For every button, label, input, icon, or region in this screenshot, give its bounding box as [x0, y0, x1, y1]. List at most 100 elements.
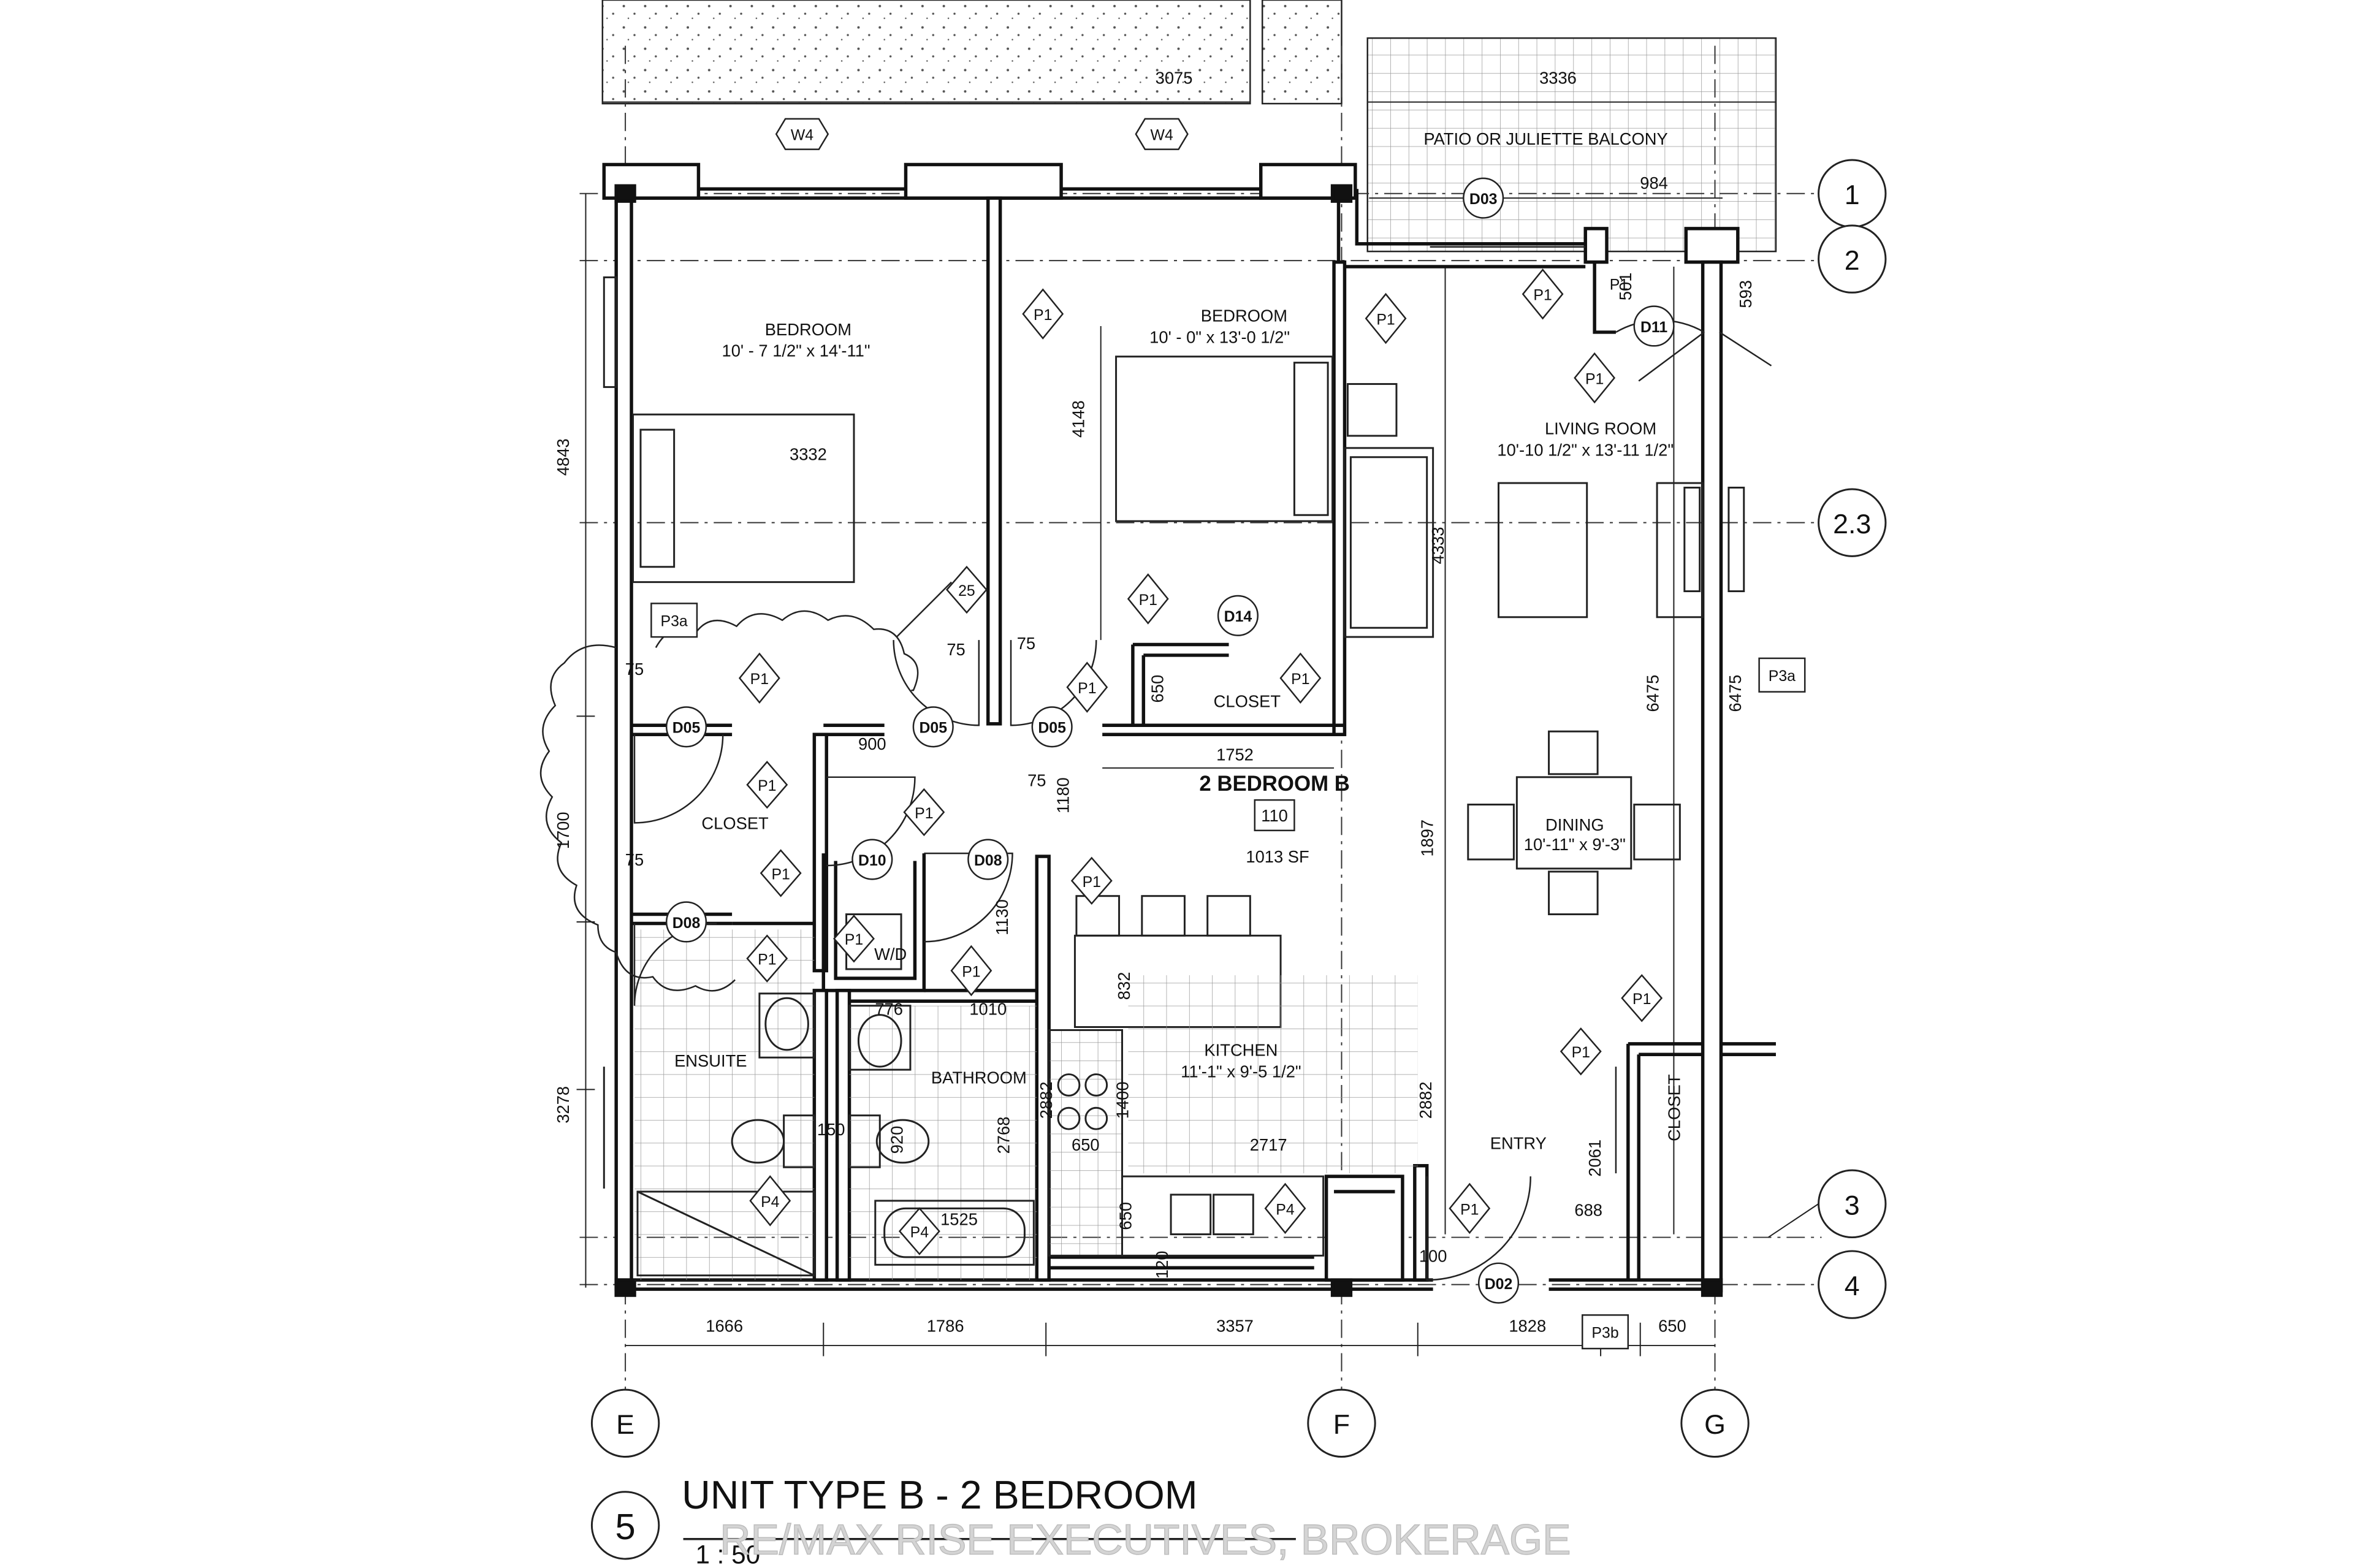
door-d05-b: D05 — [919, 720, 947, 737]
dim-bottom-1786: 1786 — [927, 1317, 964, 1336]
tag-p1: P1 — [1460, 1201, 1479, 1218]
door-d14: D14 — [1224, 609, 1252, 625]
dim-984: 984 — [1640, 173, 1668, 192]
door-tag-circles — [665, 177, 1675, 1304]
dim-776: 776 — [875, 1000, 903, 1019]
tag-p4: P4 — [1276, 1201, 1295, 1218]
tag-p1: P1 — [1572, 1045, 1590, 1061]
tag-p1: P1 — [1585, 371, 1604, 387]
grid-row-4: 4 — [1845, 1271, 1860, 1301]
door-d05-c: D05 — [1038, 720, 1066, 737]
wd-name: W/D — [874, 945, 907, 964]
dim-1400: 1400 — [1113, 1081, 1132, 1119]
living-size: 10'-10 1/2" x 13'-11 1/2" — [1497, 440, 1674, 459]
tag-p1: P1 — [750, 671, 769, 688]
tag-p1: P1 — [962, 964, 980, 980]
door-d10: D10 — [858, 853, 886, 869]
site-hatch — [601, 0, 1777, 253]
door-d11: D11 — [1640, 319, 1667, 336]
tag-p1: P1 — [1610, 276, 1628, 293]
walls — [602, 162, 1776, 1297]
dim-2061: 2061 — [1585, 1140, 1604, 1177]
unit-number: 110 — [1261, 806, 1288, 825]
window-w4-a: W4 — [791, 127, 813, 144]
tag-p3a: P3a — [1769, 668, 1796, 685]
unit-name: 2 BEDROOM B — [1199, 772, 1350, 796]
grid-bubbles — [590, 159, 1887, 1560]
dim-900: 900 — [858, 734, 886, 753]
dim-3332: 3332 — [790, 445, 827, 464]
balcony-name: PATIO OR JULIETTE BALCONY — [1423, 129, 1667, 148]
dim-6475-b: 6475 — [1726, 675, 1745, 712]
grid-row-1: 1 — [1845, 180, 1860, 210]
tag-p1: P1 — [1376, 311, 1395, 328]
tag-p1: P1 — [1078, 680, 1096, 697]
dim-832: 832 — [1114, 972, 1133, 1000]
dim-1897: 1897 — [1418, 820, 1437, 857]
grid-row-2: 2 — [1845, 245, 1860, 276]
dim-1130: 1130 — [992, 899, 1011, 935]
tag-p4: P4 — [761, 1194, 780, 1211]
dim-1180: 1180 — [1054, 777, 1073, 813]
p3-boxes — [650, 603, 1806, 1350]
room-labels: BEDROOM 10' - 7 1/2" x 14'-11" BEDROOM 1… — [674, 129, 1683, 1152]
grid-row-3: 3 — [1845, 1190, 1860, 1220]
bedroom2-name: BEDROOM — [1201, 306, 1287, 325]
tag-p1: P1 — [1533, 287, 1552, 304]
dim-4843: 4843 — [554, 438, 573, 476]
dim-bottom-1828: 1828 — [1509, 1317, 1546, 1336]
tag-p3a: P3a — [661, 614, 688, 630]
dim-75: 75 — [1027, 771, 1046, 790]
dim-150: 150 — [817, 1120, 845, 1139]
unit-area: 1013 SF — [1246, 847, 1309, 866]
dim-1752: 1752 — [1216, 745, 1254, 764]
grid-col-e: E — [616, 1409, 634, 1440]
dim-650: 650 — [1072, 1135, 1100, 1154]
bedroom2-size: 10' - 0" x 13'-0 1/2" — [1149, 327, 1290, 346]
window-tags: W4 W4 — [791, 127, 1173, 144]
grid-row-2-3: 2.3 — [1833, 509, 1871, 539]
tag-p1: P1 — [1083, 874, 1101, 891]
dim-688: 688 — [1574, 1201, 1602, 1220]
dim-3278: 3278 — [554, 1086, 573, 1124]
tag-p1: P1 — [1291, 671, 1309, 688]
tag-p4: P4 — [910, 1225, 929, 1241]
door-tags: D03 D11 D14 D05 D05 D05 D10 D08 D08 D02 — [672, 191, 1668, 1293]
finish-tags: P1 P1 P1 P1 P1 P1 25 P1 P1 P1 P1 P1 P1 P… — [661, 276, 1796, 1341]
dim-75: 75 — [947, 640, 965, 659]
closet-bedroom2: CLOSET — [1214, 691, 1281, 710]
dim-1700: 1700 — [554, 812, 573, 849]
tag-25: 25 — [958, 583, 975, 599]
tag-p1: P1 — [1632, 991, 1651, 1008]
dim-920: 920 — [888, 1126, 907, 1154]
tag-shapes — [738, 268, 1663, 1255]
dim-120: 120 — [1152, 1250, 1171, 1279]
door-d08-a: D08 — [974, 853, 1002, 869]
grid-leader — [1767, 1203, 1819, 1238]
drawing-number: 5 — [615, 1506, 636, 1547]
kitchen-name: KITCHEN — [1204, 1041, 1278, 1060]
dim-top-right: 3336 — [1539, 69, 1577, 88]
dim-top-left: 3075 — [1156, 69, 1193, 88]
dim-6475-a: 6475 — [1644, 675, 1663, 712]
grid-col-g: G — [1704, 1409, 1726, 1440]
dim-bottom-3357: 3357 — [1216, 1317, 1254, 1336]
watermark: RE/MAX RISE EXECUTIVES, BROKERAGE — [720, 1516, 1571, 1564]
dining-name: DINING — [1545, 815, 1604, 834]
dimension-lines — [576, 101, 1776, 1357]
closet-left: CLOSET — [701, 813, 769, 832]
drawing-scale: 1 : 50 — [695, 1540, 760, 1568]
closet-right: CLOSET — [1664, 1074, 1683, 1141]
tag-p1: P1 — [1034, 307, 1052, 324]
dim-501: 501 — [1616, 273, 1635, 301]
dim-650: 650 — [1148, 675, 1167, 703]
window-tag-shapes — [775, 118, 1189, 150]
tag-p1: P1 — [845, 932, 863, 948]
dim-75: 75 — [625, 850, 644, 869]
door-swings — [633, 246, 1772, 1281]
dining-size: 10'-11" x 9'-3" — [1524, 835, 1626, 854]
dim-75: 75 — [625, 660, 644, 679]
tag-p1: P1 — [771, 866, 790, 883]
tag-p3b: P3b — [1591, 1325, 1618, 1342]
